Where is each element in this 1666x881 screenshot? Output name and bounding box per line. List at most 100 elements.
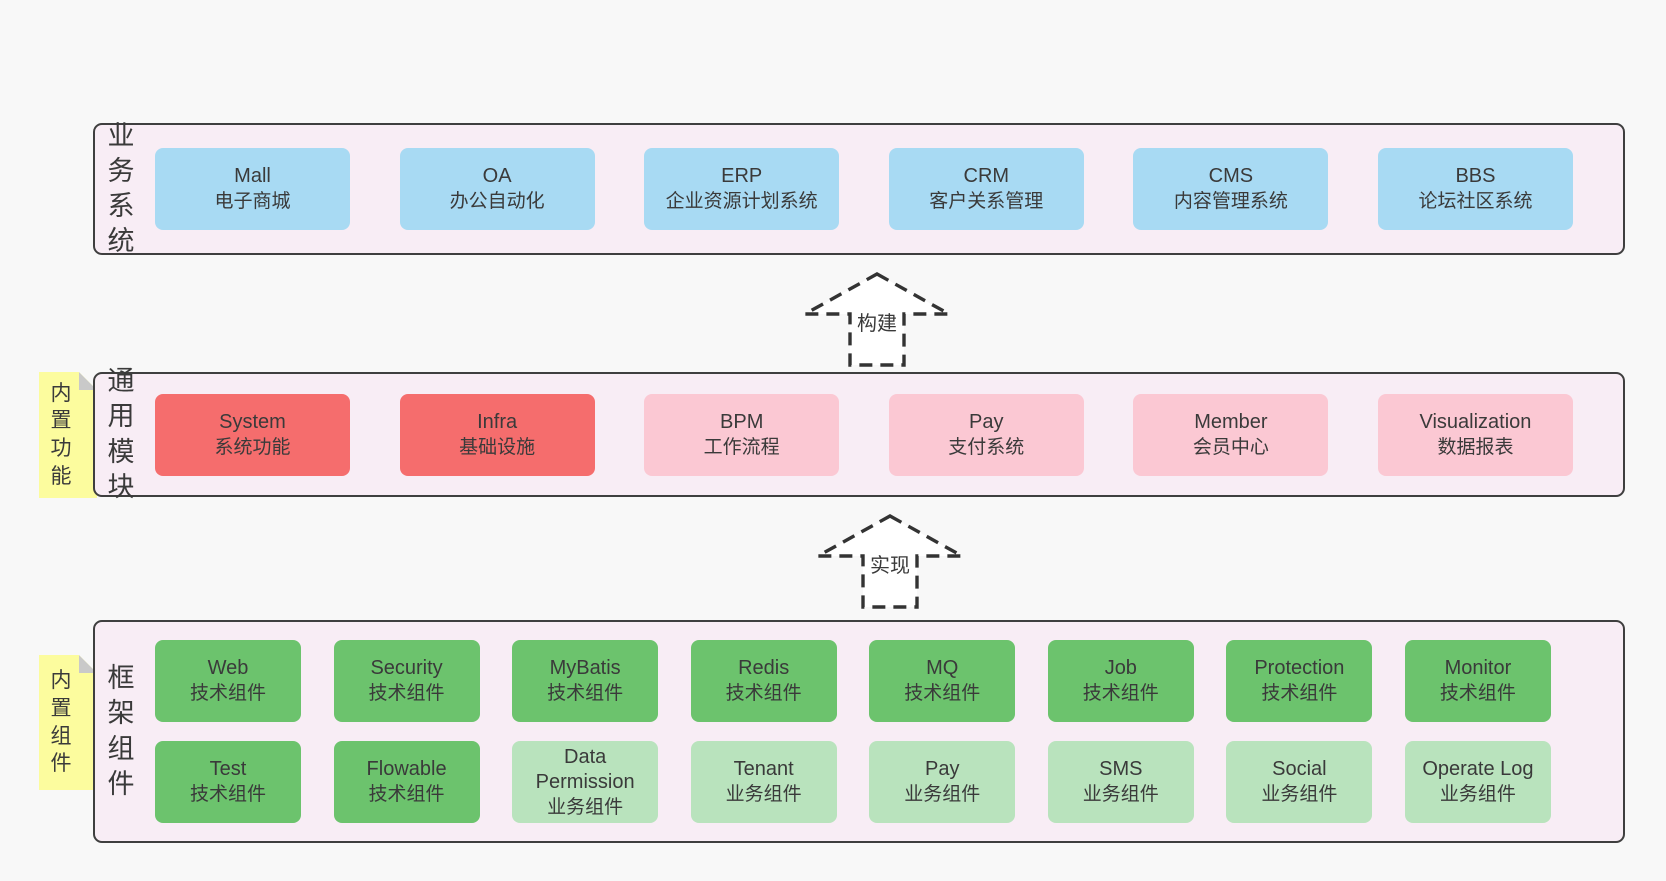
module-name: CRM <box>963 165 1010 187</box>
band-label: 通用模块 <box>104 366 138 501</box>
module-name: BBS <box>1455 165 1496 187</box>
sticky-note-built-in-components: 内置组件 <box>39 655 97 790</box>
module-desc: 技术组件 <box>1439 683 1516 704</box>
module-box-crm: CRM 客户关系管理 <box>888 148 1084 230</box>
module-desc: 数据报表 <box>1437 436 1514 458</box>
module-name: Redis <box>738 657 790 679</box>
module-box-test: Test 技术组件 <box>155 741 301 823</box>
module-desc: 支付系统 <box>948 436 1025 458</box>
arrow-build-label: 构建 <box>855 312 899 336</box>
module-name: Job <box>1104 657 1137 679</box>
module-desc: 企业资源计划系统 <box>665 191 818 212</box>
module-box-flowable: Flowable 技术组件 <box>333 741 480 823</box>
module-name: SMS <box>1099 758 1143 780</box>
module-name: Visualization <box>1419 410 1532 433</box>
module-box-cms: CMS 内容管理系统 <box>1133 148 1329 230</box>
module-box-mall: Mall 电子商城 <box>155 148 350 230</box>
module-desc: 技术组件 <box>547 683 624 704</box>
note-text: 内置组件 <box>50 669 72 776</box>
module-box-bpm: BPM 工作流程 <box>644 393 840 476</box>
module-name: Infra <box>477 410 518 433</box>
module-box-protection: Protection 技术组件 <box>1226 640 1373 722</box>
module-box-sms: SMS 业务组件 <box>1047 741 1194 823</box>
module-name: Data Permission <box>535 745 635 793</box>
module-desc: 技术组件 <box>189 784 266 805</box>
module-name: Security <box>370 657 443 679</box>
arrow-implement: 实现 <box>809 513 971 610</box>
module-desc: 技术组件 <box>904 683 981 704</box>
module-box-redis: Redis 技术组件 <box>690 640 837 722</box>
module-box-operate-log: Operate Log 业务组件 <box>1404 741 1551 823</box>
module-name: Pay <box>969 410 1004 433</box>
module-desc: 业务组件 <box>725 784 802 805</box>
module-name: Social <box>1272 758 1327 780</box>
module-box-mybatis: MyBatis 技术组件 <box>512 640 659 722</box>
band-label-text: 业务系统 <box>107 120 135 257</box>
module-desc: 技术组件 <box>368 683 445 704</box>
note-text: 内置功能 <box>50 381 72 488</box>
module-box-bbs: BBS 论坛社区系统 <box>1377 148 1573 230</box>
module-desc: 业务组件 <box>1082 784 1159 805</box>
arrow-build: 构建 <box>796 271 958 368</box>
module-desc: 基础设施 <box>459 436 536 458</box>
module-box-infra: Infra 基础设施 <box>399 393 595 476</box>
component-row-2: Test 技术组件 Flowable 技术组件 Data Permission … <box>155 741 1551 823</box>
module-desc: 办公自动化 <box>449 191 545 212</box>
band-label: 框架组件 <box>104 622 138 841</box>
module-name: Flowable <box>366 758 447 780</box>
band-content: Web 技术组件 Security 技术组件 MyBatis 技术组件 Redi… <box>155 640 1551 823</box>
module-name: Mall <box>234 165 271 187</box>
module-desc: 业务组件 <box>904 784 981 805</box>
arrow-implement-label: 实现 <box>868 554 912 578</box>
module-box-pay: Pay 支付系统 <box>888 393 1084 476</box>
module-name: Monitor <box>1444 657 1512 679</box>
module-desc: 技术组件 <box>1261 683 1338 704</box>
module-box-erp: ERP 企业资源计划系统 <box>644 148 840 230</box>
module-box-monitor: Monitor 技术组件 <box>1404 640 1551 722</box>
module-box-job: Job 技术组件 <box>1047 640 1194 722</box>
module-box-security: Security 技术组件 <box>333 640 480 722</box>
module-desc: 业务组件 <box>1439 784 1516 805</box>
band-label-text: 通用模块 <box>107 366 135 502</box>
sticky-note-built-in-features: 内置功能 <box>39 372 97 498</box>
component-row-1: Web 技术组件 Security 技术组件 MyBatis 技术组件 Redi… <box>155 640 1551 722</box>
module-name: Web <box>207 657 249 679</box>
module-name: Protection <box>1254 657 1345 679</box>
band-business-systems: 业务系统 Mall 电子商城 OA 办公自动化 ERP 企业资源计划系统 CRM… <box>93 121 1625 256</box>
module-box-mq: MQ 技术组件 <box>869 640 1016 722</box>
module-name: ERP <box>721 165 763 187</box>
module-desc: 系统功能 <box>214 436 291 458</box>
module-name: MyBatis <box>549 657 621 679</box>
module-box-visualization: Visualization 数据报表 <box>1377 393 1573 476</box>
module-desc: 技术组件 <box>1082 683 1159 704</box>
module-desc: 内容管理系统 <box>1173 191 1288 212</box>
module-box-member: Member 会员中心 <box>1133 393 1329 476</box>
module-box-data-permission: Data Permission 业务组件 <box>512 741 659 823</box>
module-name: Tenant <box>733 758 794 780</box>
module-desc: 技术组件 <box>725 683 802 704</box>
band-content: System 系统功能 Infra 基础设施 BPM 工作流程 Pay 支付系统… <box>155 374 1573 495</box>
band-common-modules: 通用模块 System 系统功能 Infra 基础设施 BPM 工作流程 Pay… <box>93 366 1625 502</box>
module-name: Member <box>1194 410 1268 433</box>
module-desc: 工作流程 <box>703 436 780 458</box>
module-box-tenant: Tenant 业务组件 <box>690 741 837 823</box>
module-desc: 电子商城 <box>214 191 291 212</box>
module-box-social: Social 业务组件 <box>1226 741 1373 823</box>
module-name: BPM <box>720 410 764 433</box>
module-name: System <box>219 410 286 433</box>
module-desc: 技术组件 <box>368 784 445 805</box>
module-name: CMS <box>1208 165 1254 187</box>
module-desc: 客户关系管理 <box>929 191 1044 212</box>
module-name: Operate Log <box>1422 758 1534 780</box>
module-name: Pay <box>925 758 960 780</box>
module-name: OA <box>482 165 512 187</box>
band-content: Mall 电子商城 OA 办公自动化 ERP 企业资源计划系统 CRM 客户关系… <box>155 125 1573 253</box>
module-desc: 技术组件 <box>189 683 266 704</box>
module-desc: 业务组件 <box>1261 784 1338 805</box>
module-box-system: System 系统功能 <box>155 393 350 476</box>
module-box-pay-component: Pay 业务组件 <box>869 741 1016 823</box>
module-desc: 业务组件 <box>547 796 624 818</box>
module-box-oa: OA 办公自动化 <box>399 148 595 230</box>
module-name: MQ <box>926 657 959 679</box>
